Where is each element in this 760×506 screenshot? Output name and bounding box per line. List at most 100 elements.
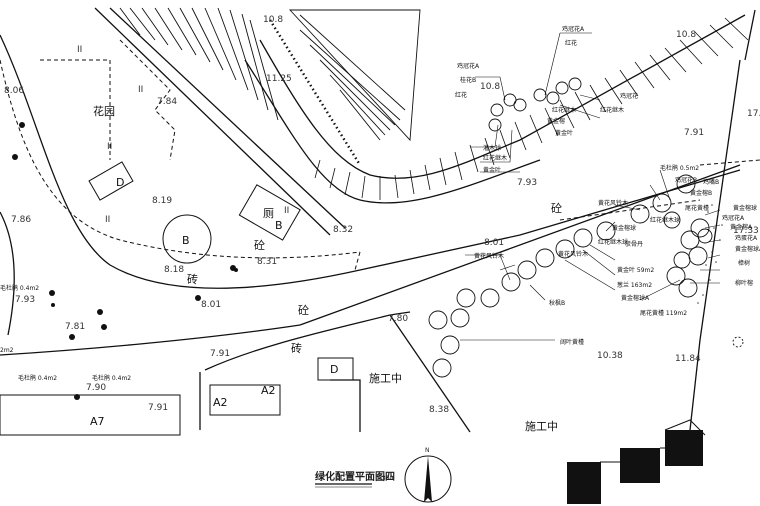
plant-label: 红花继木 xyxy=(483,154,507,162)
plant-label: 红花继木球 xyxy=(650,216,680,224)
elevation: 17.4 xyxy=(747,109,760,119)
toilet-label: 厕 xyxy=(263,207,274,220)
plant-label: 黄金叶 xyxy=(483,166,501,174)
plant-label: 红花继木 xyxy=(600,106,624,114)
tree-symbols xyxy=(428,77,744,378)
construction-label-1: 施工中 xyxy=(369,372,402,385)
grade-mark-1: II xyxy=(77,45,82,55)
north-label: N xyxy=(425,447,430,454)
elevation-labels: 10.8 11.25 10.8 10.8 17.4 7.91 7.93 8.01… xyxy=(4,15,760,415)
material-brick-1: 砖 xyxy=(187,272,198,286)
elevation: 7.93 xyxy=(517,178,537,188)
elevation: 7.91 xyxy=(684,128,704,138)
plant-label: 黄花风铃木 xyxy=(598,199,628,207)
structures xyxy=(0,161,354,436)
zone-d-2: D xyxy=(330,363,338,376)
flower-bed-label: 花园 xyxy=(93,105,115,118)
plant-label: 毛杜鹃 0.4m2 xyxy=(18,374,57,382)
plant-labels-top: 鸡冠花A 红花 鸡冠花A 桂花B 红花 红花继木 黄金榕 红花继木 鸡冠花 黄金… xyxy=(455,25,638,174)
elevation: 8.19 xyxy=(152,196,172,206)
plant-label: 阔叶黄槿 xyxy=(560,338,584,346)
plant-label: 黄金榕 xyxy=(547,117,565,125)
elevation: 7.80 xyxy=(388,314,408,324)
dashed-boundaries xyxy=(0,39,760,271)
plant-label: 红花 xyxy=(565,39,577,47)
plant-label: 黄金榕B xyxy=(690,189,712,197)
north-arrow-icon: N xyxy=(404,447,452,503)
plant-label: 黄金榕A xyxy=(730,223,753,231)
elevation: 8.38 xyxy=(429,405,449,415)
zone-b-2: B xyxy=(275,219,283,232)
drawing-title: 绿化配置平面图四 xyxy=(315,470,395,483)
plant-label: 尾花黄槿 xyxy=(685,204,709,212)
elevation: 8.18 xyxy=(164,265,184,275)
elevation: 11.25 xyxy=(266,74,292,84)
plant-label: 樟树 xyxy=(738,259,750,267)
hatched-block xyxy=(567,419,706,504)
plant-label: 红花继木球 xyxy=(598,238,628,246)
dotted-boundary xyxy=(268,19,362,166)
plant-labels-right: 毛杜鹃 0.5m2 鸡嘴B 黄花风铃木 黄花风铃木 红花继木球 红花继木球 驳骨… xyxy=(474,164,760,346)
plant-label: 灌木球 xyxy=(483,144,501,152)
plant-label: 尾花黄槿 119m2 xyxy=(640,309,687,317)
plant-label: 黄金叶 59m2 xyxy=(617,266,654,274)
slope-hatch-band xyxy=(314,17,749,200)
plant-label: 黄金榕球 xyxy=(612,224,636,232)
stipple-area xyxy=(697,204,723,304)
plant-label: 红花 xyxy=(455,91,467,99)
drawing-scale: 1:300 xyxy=(376,475,393,482)
plant-label: 鸡蛋花A xyxy=(735,234,758,242)
construction-label-2: 施工中 xyxy=(525,420,558,433)
plant-label: 黄金榕球A xyxy=(735,245,760,253)
elevation: 10.38 xyxy=(597,351,623,361)
elevation: 10.8 xyxy=(676,30,696,40)
zone-a7: A7 xyxy=(90,415,105,428)
plant-label: 鸡嘴B xyxy=(703,178,719,186)
zone-a2-2: A2 xyxy=(261,384,276,397)
zone-d-1: D xyxy=(116,176,124,189)
elevation: 7.93 xyxy=(15,295,35,305)
plant-label: 驳骨丹 xyxy=(625,240,643,248)
slope-hatch-top xyxy=(119,7,279,121)
elevation: 10.8 xyxy=(480,82,500,92)
elevation: 7.90 xyxy=(86,383,106,393)
grade-mark-2: II xyxy=(138,85,143,95)
elevation: 7.86 xyxy=(11,215,31,225)
elevation: 7.91 xyxy=(210,349,230,359)
material-concrete-1: 砼 xyxy=(254,239,265,252)
plant-label: 黄金叶 xyxy=(555,129,573,137)
elevation: 7.91 xyxy=(148,403,168,413)
grade-mark-4: II xyxy=(105,215,110,225)
elevation: 8.31 xyxy=(257,257,277,267)
road-edges xyxy=(0,7,756,433)
plant-label: 鸡冠花B xyxy=(675,176,697,184)
plant-label: 黄金榕球A xyxy=(621,294,650,302)
plant-label: 毛杜鹃 0.5m2 xyxy=(660,164,699,172)
plant-label: 黄花风铃木 xyxy=(474,252,504,260)
plant-label: 红花继木 xyxy=(552,106,576,114)
plant-label: 毛杜鹃 0.4m2 xyxy=(0,284,39,292)
plant-label: 桂花B xyxy=(460,76,476,84)
material-brick-2: 砖 xyxy=(291,341,302,355)
shrub-dots xyxy=(12,122,238,400)
elevation: 8.06 xyxy=(4,86,24,96)
plant-label: 毛杜鹃 0.4m2 xyxy=(92,374,131,382)
zone-b-1: B xyxy=(182,234,190,247)
zone-a2-1: A2 xyxy=(213,396,228,409)
plant-label: 柳叶榕 xyxy=(735,279,753,287)
plant-label: 鸡冠花 xyxy=(620,92,638,100)
elevation: 7.84 xyxy=(157,97,177,107)
elevation: 8.01 xyxy=(201,300,221,310)
slope-hatch-center xyxy=(288,9,421,142)
leader-lines xyxy=(460,32,721,341)
plant-label: 黄金榕球 xyxy=(733,204,757,212)
material-concrete-3: 砼 xyxy=(551,202,562,215)
elevation: 10.8 xyxy=(263,15,283,25)
grade-mark-3: II xyxy=(107,142,112,152)
elevation: 7.81 xyxy=(65,322,85,332)
elevation: 11.84 xyxy=(675,354,701,364)
plant-labels-left: 毛杜鹃 0.4m2 毛杜鹃 0.4m2 毛杜鹃 0.4m2 2m2 xyxy=(0,284,131,382)
plant-label: 黄花风铃木 xyxy=(558,250,588,258)
grade-mark-5: II xyxy=(284,206,289,216)
